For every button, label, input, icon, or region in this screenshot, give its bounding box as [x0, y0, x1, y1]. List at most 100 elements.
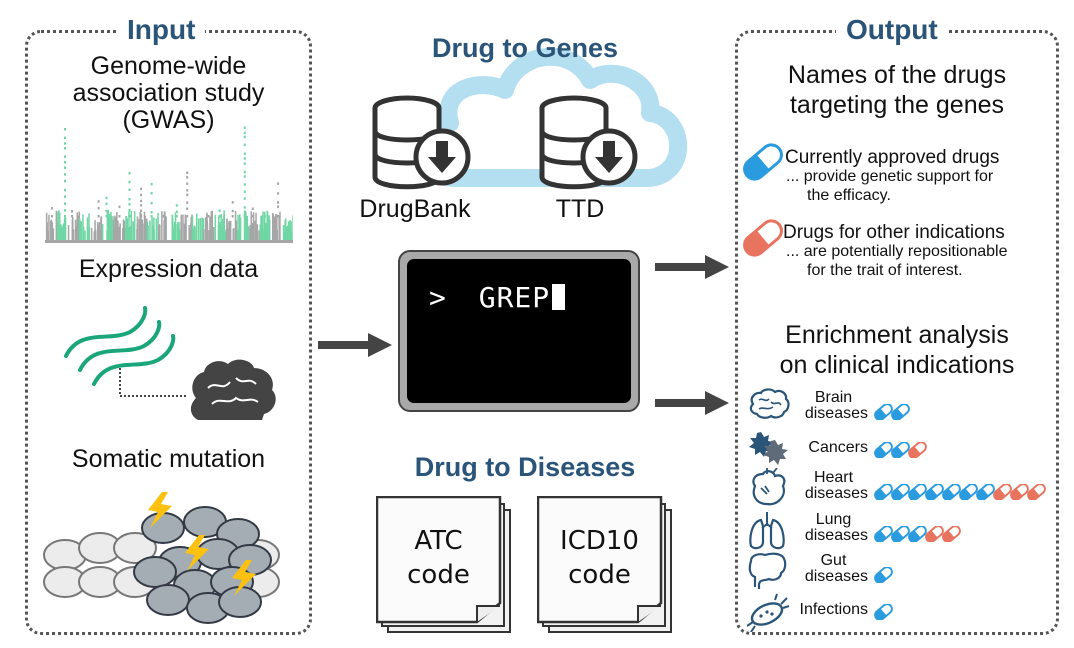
- gwas-label-line3: (GWAS): [122, 106, 215, 134]
- brain-icon: [749, 388, 790, 419]
- enrichment-heading: Enrichment analysis on clinical indicati…: [735, 320, 1059, 380]
- brain-icon: [190, 359, 276, 420]
- expression-label: Expression data: [78, 255, 259, 283]
- indication-label-line2: diseases: [804, 568, 868, 585]
- gwas-label-line1: Genome-wide: [90, 52, 247, 80]
- somatic-label: Somatic mutation: [71, 445, 266, 473]
- indication-label-line2: diseases: [804, 405, 868, 422]
- legend-other-title: Drugs for other indications: [783, 222, 1005, 243]
- approved-drug-pill-icon: [874, 484, 893, 500]
- indication-label: Cancers: [808, 439, 868, 456]
- names-heading: Names of the drugs targeting the genes: [735, 60, 1059, 120]
- names-heading-line2: targeting the genes: [789, 91, 1005, 119]
- legend-approved-desc2: the efficacy.: [807, 187, 891, 204]
- indication-label-line1: Heart: [813, 469, 854, 486]
- legend-other-desc2: for the trait of interest.: [807, 262, 963, 279]
- approved-drug-pill-icon: [874, 404, 893, 420]
- lightning-bolt-icon: [232, 560, 256, 596]
- terminal-prompt: >: [429, 281, 447, 314]
- document-stack-icd10: ICD10 code: [537, 496, 677, 634]
- terminal-command-line: > GREP: [429, 281, 566, 314]
- pill-row: [873, 404, 910, 420]
- document-stack-icon: [537, 496, 672, 633]
- cell: [141, 512, 185, 544]
- approved-drug-pill-icon: [891, 442, 910, 458]
- manhattan-plot: [45, 126, 293, 243]
- document-atc-line2: code: [407, 560, 470, 590]
- cell: [113, 532, 157, 564]
- drug-to-diseases-title: Drug to Diseases: [414, 452, 636, 482]
- drug-to-genes-title: Drug to Genes: [431, 33, 619, 63]
- lightning-bolt-icon: [148, 492, 172, 528]
- document-icd10-line1: ICD10: [560, 526, 639, 556]
- approved-drug-pill-icon: [925, 484, 944, 500]
- approved-drug-pill-icon: [976, 484, 995, 500]
- approved-drug-pill-icon: [874, 526, 893, 542]
- terminal-window: > GREP: [398, 250, 640, 412]
- pill-row: [873, 567, 893, 583]
- indication-label-line1: Gut: [820, 552, 847, 569]
- other-indication-pill-icon: [1010, 484, 1029, 500]
- indication-row: Cancers: [745, 432, 1055, 472]
- document-stack-atc: ATC code: [376, 496, 516, 634]
- indication-label-line1: Brain: [814, 389, 853, 406]
- somatic-cells-illustration: [43, 492, 280, 624]
- database-download-icon: [539, 95, 638, 190]
- arrow-grep-to-names: [655, 255, 729, 279]
- approved-drug-pill-icon: [874, 442, 893, 458]
- legend-approved-title: Currently approved drugs: [785, 147, 1000, 168]
- other-indication-pill-icon: [942, 526, 961, 542]
- other-indication-pill-icon: [993, 484, 1012, 500]
- terminal-cursor: [552, 284, 566, 310]
- database-label-ttd: TTD: [555, 195, 605, 223]
- terminal-command: GREP: [478, 281, 551, 314]
- cell: [146, 584, 190, 616]
- approved-drug-pill-icon: [874, 604, 893, 620]
- pill-row: [873, 484, 1046, 500]
- approved-drug-pill-icon: [891, 404, 910, 420]
- output-title: Output: [836, 14, 948, 46]
- intestine-icon: [748, 552, 787, 589]
- arrow-input-to-grep: [318, 333, 392, 357]
- cell: [218, 586, 262, 618]
- gwas-label-line2: association study: [72, 79, 265, 107]
- names-heading-line1: Names of the drugs: [787, 61, 1007, 89]
- expression-waves-icon: [64, 306, 176, 386]
- cancer-cell-icon: [749, 432, 788, 465]
- approved-drug-pill-icon: [891, 526, 910, 542]
- document-icd10-line2: code: [568, 560, 631, 590]
- expression-illustration: [64, 306, 276, 420]
- enrichment-heading-line1: Enrichment analysis: [785, 321, 1009, 349]
- database-label-drugbank: DrugBank: [359, 195, 471, 223]
- arrow-grep-to-enrichment: [655, 391, 729, 415]
- gwas-label: Genome-wide association study (GWAS): [25, 53, 312, 134]
- legend-other-desc1: ... are potentially repositionable: [786, 243, 1008, 260]
- indication-label-line2: diseases: [804, 527, 868, 544]
- approved-drug-pill-icon: [942, 484, 961, 500]
- approved-drug-pill-icon: [908, 484, 927, 500]
- pill-row: [873, 526, 961, 542]
- pill-row: [873, 604, 893, 620]
- approved-drug-pill-icon: [959, 484, 978, 500]
- indication-row: Infections: [745, 593, 1055, 634]
- approved-drug-pill-icon: [908, 526, 927, 542]
- indication-label: Infections: [799, 601, 868, 618]
- terminal-screen: > GREP: [407, 259, 631, 403]
- cell: [133, 556, 177, 588]
- enrichment-heading-line2: on clinical indications: [779, 351, 1015, 379]
- pill-row: [873, 442, 927, 458]
- lungs-icon: [749, 512, 785, 550]
- legend-approved-desc1: ... provide genetic support for: [786, 168, 994, 185]
- indication-label-line2: diseases: [804, 485, 868, 502]
- approved-drug-pill-icon: [743, 143, 783, 181]
- document-stack-icon: [376, 496, 511, 633]
- other-indication-pill-icon: [925, 526, 944, 542]
- other-indication-pill-icon: [908, 442, 927, 458]
- approved-drug-pill-icon: [891, 484, 910, 500]
